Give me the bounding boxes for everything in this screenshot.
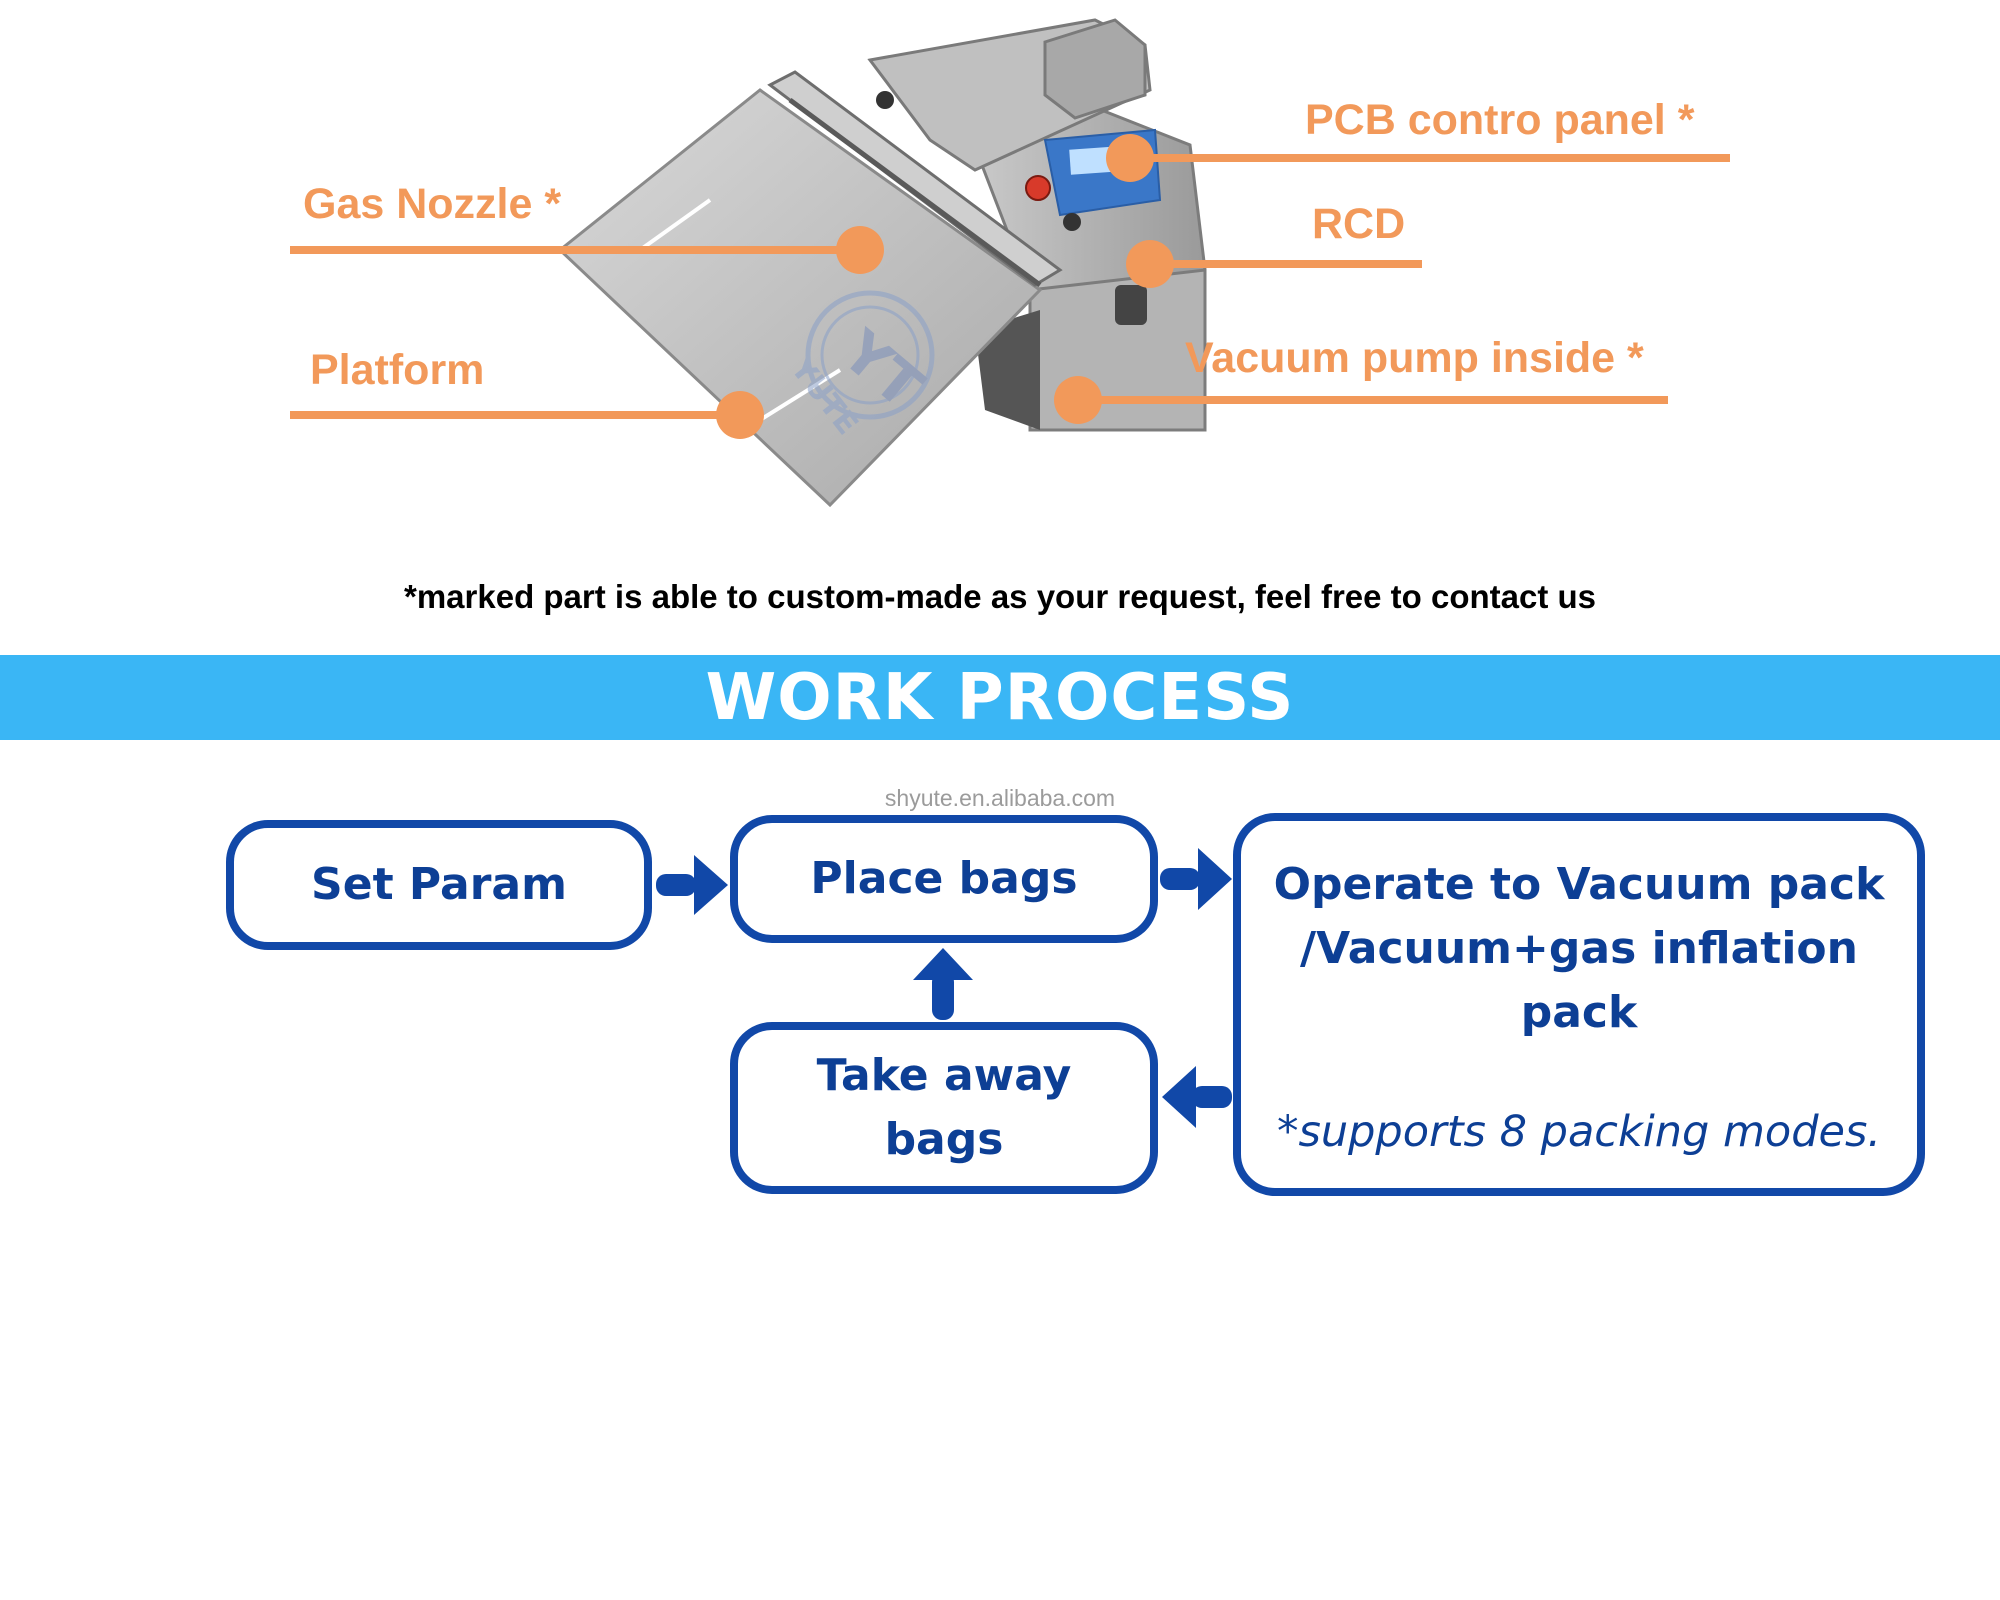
- step-place-bags-label: Place bags: [810, 853, 1078, 904]
- banner-title: WORK PROCESS: [705, 660, 1295, 735]
- arrow-left-operate-to-take-away: [1162, 1066, 1232, 1128]
- callout-dot-vacuum-pump: [1054, 376, 1102, 424]
- callout-label-pcb-panel: PCB contro panel *: [1305, 96, 1695, 144]
- step-operate-line1: Operate to Vacuum pack: [1273, 858, 1885, 910]
- emergency-stop: [1025, 175, 1051, 201]
- callout-label-vacuum-pump: Vacuum pump inside *: [1185, 334, 1644, 382]
- arrow-up-take-away-to-place: [913, 948, 973, 1020]
- seal-strip-line: [788, 97, 1042, 288]
- step-set-param-label: Set Param: [311, 859, 567, 910]
- knob: [876, 91, 894, 109]
- arrow-right-place-to-operate: [1160, 848, 1232, 910]
- callout-dot-rcd: [1126, 240, 1174, 288]
- platform-slot: [638, 198, 712, 252]
- arm-housing-top: [1043, 18, 1147, 120]
- callout-dot-platform: [716, 391, 764, 439]
- callout-label-rcd: RCD: [1312, 200, 1406, 248]
- step-place-bags: Place bags: [730, 815, 1158, 943]
- step-take-away-bags: Take away bags: [730, 1022, 1158, 1194]
- arrow-right-set-to-place: [656, 855, 728, 915]
- site-watermark: shyute.en.alibaba.com: [884, 785, 1116, 811]
- step-operate-modes: *supports 8 packing modes.: [1276, 1106, 1882, 1157]
- callout-label-gas-nozzle: Gas Nozzle *: [303, 180, 562, 228]
- step-take-away-line1: Take away: [816, 1050, 1072, 1101]
- side-handle: [1115, 285, 1147, 325]
- knob: [1063, 213, 1081, 231]
- vacuum-sealer-machine-illustration: YT YUTE: [290, 18, 1730, 508]
- callout-dot-pcb-panel: [1106, 134, 1154, 182]
- work-process-banner: WORK PROCESS: [0, 655, 2000, 740]
- step-take-away-line2: bags: [884, 1114, 1004, 1165]
- callout-label-platform: Platform: [310, 346, 485, 394]
- step-set-param: Set Param: [226, 820, 652, 950]
- step-operate-vacuum-pack: Operate to Vacuum pack /Vacuum+gas infla…: [1233, 813, 1925, 1196]
- custom-made-note: *marked part is able to custom-made as y…: [403, 578, 1597, 615]
- step-operate-line2: /Vacuum+gas inflation pack: [1300, 922, 1858, 1038]
- platform-plate: [557, 88, 1043, 508]
- callout-dot-gas-nozzle: [836, 226, 884, 274]
